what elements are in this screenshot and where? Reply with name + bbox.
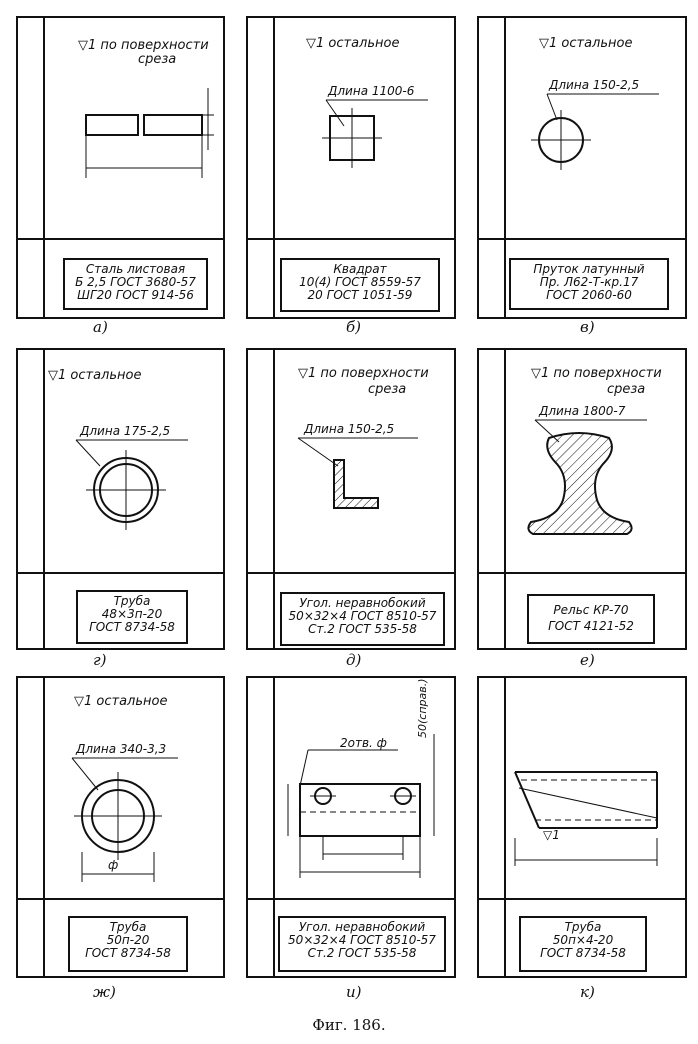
panel-e-title-line1: ▽1 по поверхности: [531, 366, 662, 381]
figure-caption: Фиг. 186.: [312, 1016, 386, 1034]
panel-d-title-line1: ▽1 по поверхности: [298, 366, 429, 381]
drawing-panel-b: ▽1 остальное Длина 1100-6 Квадрат 10(4) …: [246, 16, 456, 319]
drawing-panel-i: 2отв. ф 50(справ.) Угол. неравнобокий 50…: [246, 676, 456, 978]
panel-b-title: ▽1 остальное: [306, 36, 400, 51]
panel-zh-diameter-symbol: ф: [108, 858, 119, 872]
drawing-panel-g: ▽1 остальное Длина 175-2,5 Труба 48×3п-2…: [16, 348, 225, 650]
panel-g-length-dimension: Длина 175-2,5: [80, 424, 171, 438]
panel-d-title-line2: среза: [368, 382, 407, 397]
panel-g-tube-drawing: [75, 439, 188, 530]
panel-e-rail-profile-drawing: [527, 419, 647, 535]
panel-v-caption: в): [580, 318, 595, 336]
panel-zh-length-dimension: Длина 340-3,3: [76, 742, 167, 756]
drawing-panel-k: ▽1 Труба 50п×4-20 ГОСТ 8734-58: [477, 676, 687, 978]
panel-i-drilled-angle-drawing: [287, 734, 435, 878]
panel-v-length-dimension: Длина 150-2,5: [549, 78, 640, 92]
panel-k-cut-tube-drawing: [514, 771, 658, 866]
panel-g-caption: г): [93, 651, 107, 669]
panel-d-caption: д): [346, 651, 362, 669]
panel-i-holes-dimension: 2отв. ф: [340, 736, 387, 750]
panel-e-title-line2: среза: [607, 382, 646, 397]
panel-d-length-dimension: Длина 150-2,5: [304, 422, 395, 436]
panel-zh-tube-drawing: [71, 757, 178, 882]
drawing-panel-zh: ▽1 остальное Длина 340-3,3 ф Труба 50п-2…: [16, 676, 225, 978]
drawing-panel-a: ▽1 по поверхности среза Сталь листовая Б…: [16, 16, 225, 319]
panel-b-material-label: Квадрат 10(4) ГОСТ 8559-57 20 ГОСТ 1051-…: [280, 258, 440, 312]
panel-a-caption: а): [93, 318, 108, 336]
panel-i-material-label: Угол. неравнобокий 50×32×4 ГОСТ 8510-57 …: [278, 916, 446, 972]
panel-k-caption: к): [580, 983, 595, 1001]
panel-v-title: ▽1 остальное: [539, 36, 633, 51]
panel-i-caption: и): [346, 983, 362, 1001]
panel-zh-title: ▽1 остальное: [74, 694, 168, 709]
panel-zh-material-label: Труба 50п-20 ГОСТ 8734-58: [68, 916, 188, 972]
panel-e-length-dimension: Длина 1800-7: [539, 404, 626, 418]
drawing-panel-v: ▽1 остальное Длина 150-2,5 Пруток латунн…: [477, 16, 687, 319]
drawing-panel-e: ▽1 по поверхности среза Длина 1800-7 Рел…: [477, 348, 687, 650]
panel-a-title-line1: ▽1 по поверхности: [78, 38, 209, 53]
panel-k-material-label: Труба 50п×4-20 ГОСТ 8734-58: [519, 916, 647, 972]
panel-k-roughness-mark: ▽1: [543, 828, 560, 842]
panel-v-material-label: Пруток латунный Пр. Л62-Т-кр.17 ГОСТ 206…: [509, 258, 669, 310]
panel-a-material-label: Сталь листовая Б 2,5 ГОСТ 3680-57 ШГ20 Г…: [63, 258, 208, 310]
panel-e-material-label: Рельс КР-70 ГОСТ 4121-52: [527, 594, 655, 644]
panel-d-angle-profile-drawing: [297, 437, 418, 509]
panel-a-sheet-drawing: [85, 88, 214, 178]
panel-g-title: ▽1 остальное: [48, 368, 142, 383]
panel-a-title-line2: среза: [138, 52, 177, 67]
panel-zh-caption: ж): [93, 983, 116, 1001]
panel-b-caption: б): [346, 318, 362, 336]
panel-g-material-label: Труба 48×3п-20 ГОСТ 8734-58: [76, 590, 188, 644]
panel-v-round-bar-drawing: [531, 93, 659, 170]
panel-b-square-bar-drawing: [322, 99, 428, 168]
drawing-panel-d: ▽1 по поверхности среза Длина 150-2,5 Уг…: [246, 348, 456, 650]
panel-d-material-label: Угол. неравнобокий 50×32×4 ГОСТ 8510-57 …: [280, 592, 445, 646]
panel-e-caption: е): [580, 651, 595, 669]
panel-b-length-dimension: Длина 1100-6: [328, 84, 415, 98]
